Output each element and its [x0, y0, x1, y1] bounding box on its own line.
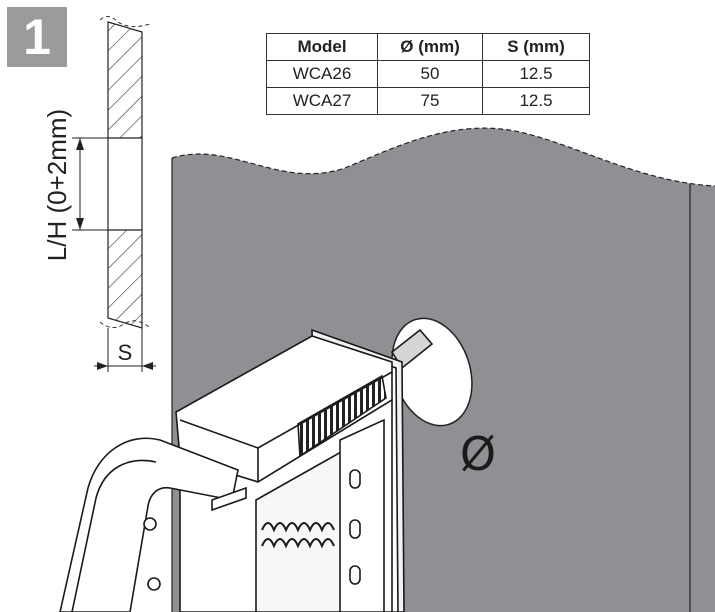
coil-spring [261, 522, 335, 549]
cooling-fins [297, 374, 387, 458]
step-number-badge: 1 [7, 7, 67, 67]
row-thickness: 12.5 [482, 87, 590, 115]
hole-diameter-symbol: Ø [460, 427, 496, 481]
table-row: WCA26 50 12.5 [266, 60, 590, 88]
wall-cross-section: L/H (0+2mm) S [42, 16, 156, 372]
table-header-row: Model Ø (mm) S (mm) [266, 33, 590, 61]
side-bracket [339, 418, 385, 612]
header-model: Model [266, 33, 378, 61]
opening-dimension-label: L/H (0+2mm) [42, 109, 72, 261]
row-thickness: 12.5 [482, 60, 590, 88]
table-row: WCA27 75 12.5 [266, 87, 590, 115]
wall-section-upper [107, 21, 143, 139]
thickness-label: S [118, 340, 133, 365]
wall-section-lower [107, 229, 143, 329]
header-thickness: S (mm) [482, 33, 590, 61]
heater-device [59, 328, 434, 612]
row-model: WCA27 [266, 87, 378, 115]
row-diameter: 75 [377, 87, 483, 115]
model-spec-table: Model Ø (mm) S (mm) WCA26 50 12.5 WCA27 … [266, 33, 590, 115]
device-handle [59, 437, 239, 612]
